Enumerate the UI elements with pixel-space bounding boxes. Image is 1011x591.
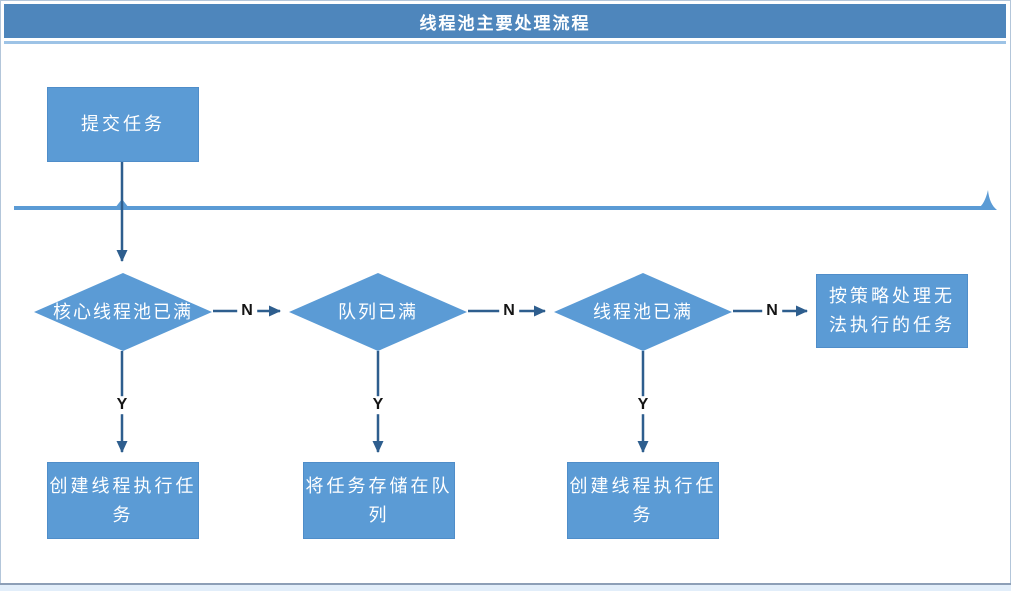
node-store-in-queue-label: 将任务存储在队列 [305, 475, 453, 525]
node-create-thread-1-label: 创建线程执行任务 [49, 475, 197, 525]
edge-label-y-d3-r3: Y [633, 396, 653, 414]
node-submit-task-label: 提交任务 [81, 114, 165, 135]
edge-label-n-d2-d3: N [499, 302, 519, 320]
edge-label-y-d2-r2: Y [368, 396, 388, 414]
edge-label-y-d1-r1: Y [112, 396, 132, 414]
title-divider-rule [4, 41, 1006, 44]
node-create-thread-1: 创建线程执行任务 [47, 462, 199, 539]
node-submit-task: 提交任务 [47, 87, 199, 162]
bottom-shadow [0, 585, 1011, 591]
node-decision-core-pool-full-label: 核心线程池已满 [53, 301, 193, 322]
diagram-title: 线程池主要处理流程 [419, 13, 591, 33]
edge-label-n-d3-reject: N [762, 302, 782, 320]
edge-label-n-d1-d2: N [237, 302, 257, 320]
node-store-in-queue: 将任务存储在队列 [303, 462, 455, 539]
bottom-border-line [0, 583, 1011, 585]
node-create-thread-2: 创建线程执行任务 [567, 462, 719, 539]
node-decision-pool-full-label: 线程池已满 [593, 301, 693, 322]
diagram-title-bar: 线程池主要处理流程 [4, 4, 1006, 38]
node-decision-queue-full-label: 队列已满 [338, 301, 418, 322]
node-reject-policy: 按策略处理无法执行的任务 [816, 274, 968, 348]
node-reject-policy-label: 按策略处理无法执行的任务 [829, 286, 955, 335]
node-create-thread-2-label: 创建线程执行任务 [569, 475, 717, 525]
